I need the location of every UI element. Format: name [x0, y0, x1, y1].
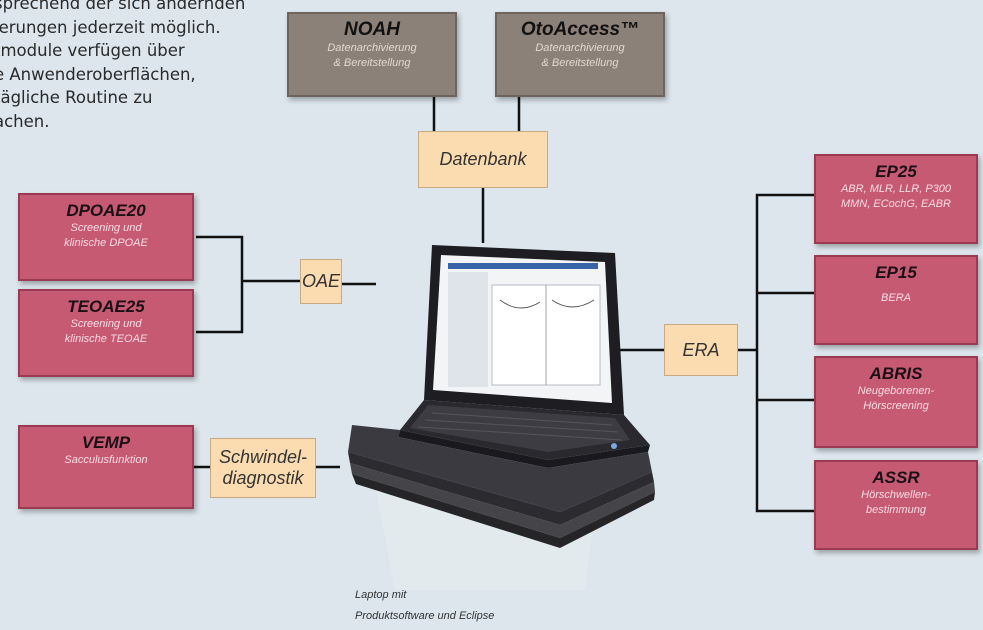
- module-subtitle: Datenarchivierung: [535, 42, 625, 54]
- intro-line: tmodule verfügen über: [0, 41, 185, 60]
- module-subtitle: Screening und: [70, 318, 142, 330]
- module-title: OtoAccess™: [520, 19, 640, 40]
- module-title: EP15: [875, 263, 917, 282]
- module-title: ASSR: [872, 468, 920, 487]
- module-abris: ABRIS Neugeborenen- Hörscreening: [814, 356, 978, 448]
- module-ep15: EP15 BERA: [814, 255, 978, 345]
- caption-line: Laptop mit: [355, 589, 407, 601]
- module-dpoae20: DPOAE20 Screening und klinische DPOAE: [18, 193, 194, 281]
- module-subtitle: ABR, MLR, LLR, P300: [840, 183, 952, 195]
- hub-label: diagnostik: [222, 468, 304, 488]
- module-title: EP25: [875, 162, 917, 181]
- module-title: NOAH: [344, 19, 400, 40]
- connector-lines: [194, 97, 814, 513]
- module-subtitle: Hörscreening: [863, 400, 929, 412]
- hub-label: ERA: [682, 339, 720, 360]
- hub-schwindeldiagnostik: Schwindel- diagnostik: [210, 438, 316, 498]
- module-subtitle: klinische TEOAE: [64, 333, 148, 345]
- hub-label: Datenbank: [439, 149, 527, 169]
- module-subtitle: Datenarchivierung: [327, 42, 417, 54]
- intro-line: ierungen jederzeit möglich.: [0, 17, 221, 37]
- caption-line: Produktsoftware und Eclipse: [355, 610, 495, 622]
- module-assr: ASSR Hörschwellen- bestimmung: [814, 460, 978, 550]
- module-title: TEOAE25: [67, 297, 145, 316]
- module-title: DPOAE20: [66, 201, 146, 220]
- intro-paragraph: sprechend der sich ändernden ierungen je…: [0, 0, 294, 133]
- module-otoaccess: OtoAccess™ Datenarchivierung & Bereitste…: [495, 12, 665, 97]
- module-subtitle: & Bereitstellung: [333, 57, 411, 69]
- intro-line: tägliche Routine zu: [0, 88, 153, 107]
- laptop-illustration: [348, 245, 655, 590]
- module-subtitle: Sacculusfunktion: [64, 454, 148, 466]
- module-teoae25: TEOAE25 Screening und klinische TEOAE: [18, 289, 194, 377]
- hub-label: OAE: [301, 271, 340, 291]
- module-subtitle: & Bereitstellung: [541, 57, 619, 69]
- intro-line: e Anwenderoberflächen,: [0, 64, 196, 84]
- module-subtitle: MMN, ECochG, EABR: [840, 198, 952, 210]
- connector-oae-bracket: [196, 235, 244, 334]
- hub-datenbank: Datenbank: [418, 131, 548, 188]
- connector-era-bracket: [755, 193, 814, 513]
- hub-era: ERA: [664, 324, 738, 376]
- module-title: ABRIS: [869, 364, 923, 383]
- module-vemp: VEMP Sacculusfunktion: [18, 425, 194, 509]
- module-ep25: EP25 ABR, MLR, LLR, P300 MMN, ECochG, EA…: [814, 154, 978, 244]
- module-title: VEMP: [81, 433, 131, 452]
- module-subtitle: BERA: [881, 292, 911, 304]
- module-subtitle: klinische DPOAE: [64, 237, 148, 249]
- laptop-caption: Laptop mit Produktsoftware und Eclipse: [355, 585, 494, 627]
- module-noah: NOAH Datenarchivierung & Bereitstellung: [287, 12, 457, 97]
- intro-line: sprechend der sich ändernden: [0, 0, 246, 13]
- module-subtitle: Hörschwellen-: [861, 489, 931, 501]
- intro-line: achen.: [0, 111, 50, 131]
- module-subtitle: Neugeborenen-: [857, 385, 935, 397]
- hub-oae: OAE: [300, 259, 342, 304]
- module-subtitle: Screening und: [70, 222, 142, 234]
- hub-label: Schwindel-: [218, 447, 308, 467]
- module-subtitle: bestimmung: [866, 504, 926, 516]
